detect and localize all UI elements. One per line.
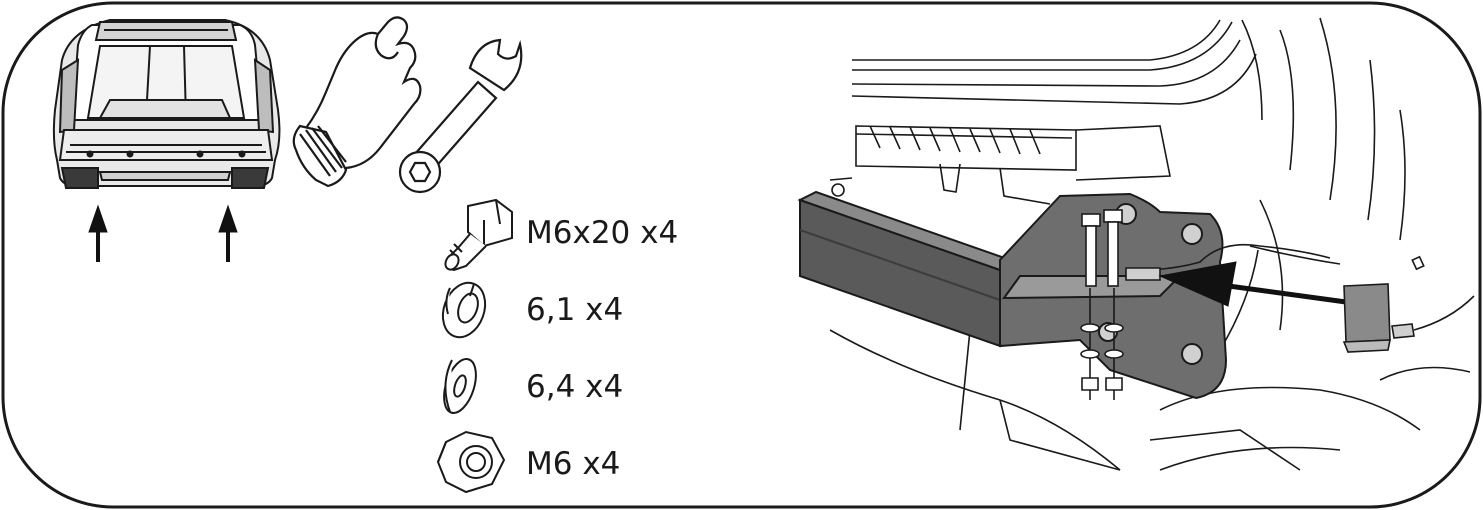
sensor-cable (1125, 243, 1341, 281)
hex-nut-icon (436, 430, 506, 494)
fastener-stack (1080, 209, 1124, 400)
bolt-label: M6x20 x4 (526, 215, 679, 251)
flat-washer-label: 6,4 x4 (526, 369, 624, 405)
lift-point-arrow-left (88, 204, 108, 262)
hex-bolt-icon (444, 198, 513, 272)
lock-washer-label: 6,1 x4 (526, 292, 624, 328)
open-end-wrench-icon (398, 38, 523, 194)
mounting-bracket (999, 192, 1228, 400)
lift-point-arrow-right (218, 204, 238, 262)
flat-washer-icon (443, 358, 477, 414)
sensor-module (1342, 255, 1475, 353)
insert-direction-arrow (1158, 261, 1347, 307)
towbar-crossmember (797, 190, 1019, 348)
spring-lock-washer-icon (441, 281, 487, 339)
vehicle-underside-view (829, 17, 1471, 471)
protective-glove-icon (292, 16, 422, 188)
nut-label: M6 x4 (526, 446, 621, 482)
car-rear-view (52, 19, 281, 189)
